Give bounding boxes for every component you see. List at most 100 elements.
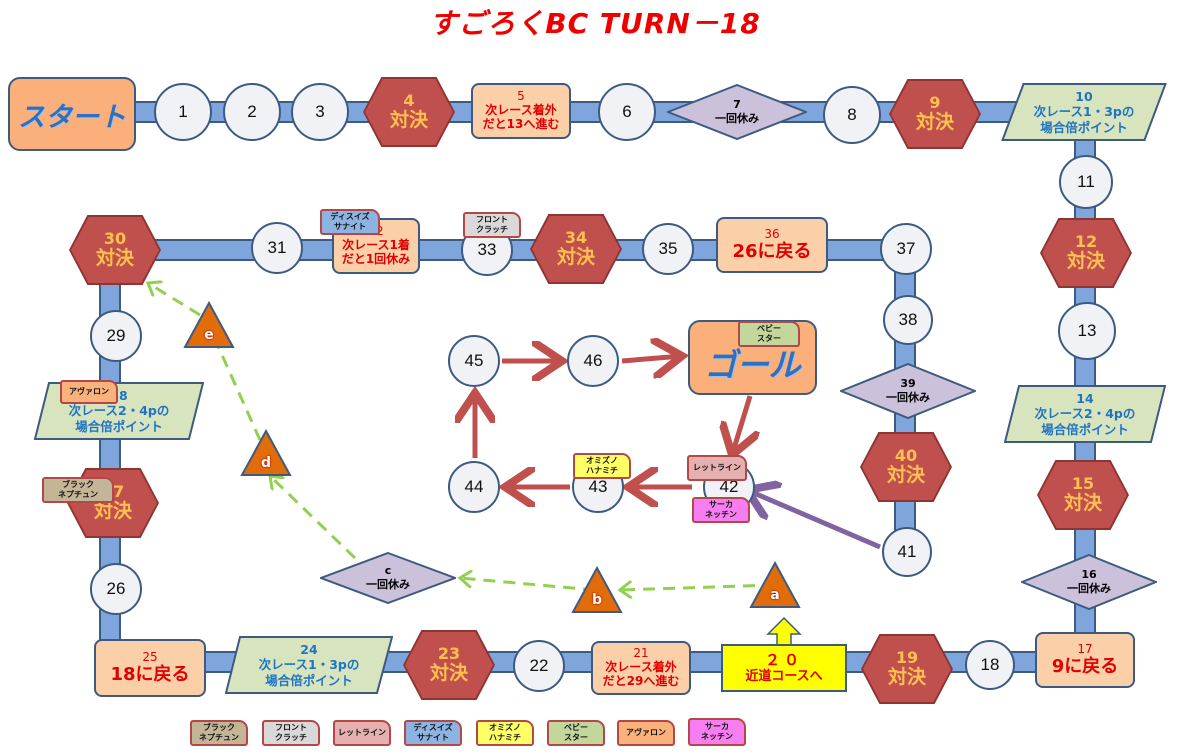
square-44: 44 — [448, 461, 500, 513]
shortcut-b: b — [571, 566, 623, 614]
square-46: 46 — [567, 335, 619, 387]
shortcut-label: d — [260, 455, 272, 471]
square-text: 場合倍ポイント — [1040, 119, 1128, 135]
player-token-red-line: レットライン — [687, 455, 747, 481]
player-token-avalon: アヴァロン — [60, 380, 118, 404]
legend-baby-star: ベビー スター — [547, 720, 605, 746]
shortcut-e: e — [183, 301, 235, 349]
square-text: 対決 — [1066, 250, 1105, 273]
square-number: 40 — [894, 445, 918, 465]
square-3: 3 — [291, 83, 349, 141]
dash-e-to-30 — [148, 283, 201, 317]
square-text: 一回休み — [886, 391, 930, 404]
square-number: 19 — [895, 647, 919, 667]
legend-black-neptune: ブラック ネプチュン — [190, 720, 248, 746]
square-38: 38 — [883, 295, 933, 345]
square-11: 11 — [1059, 155, 1113, 209]
square-number: 23 — [437, 643, 461, 663]
square-number: ２０ — [764, 651, 803, 670]
square-number: 7 — [733, 97, 741, 111]
goal-route-arrows — [475, 356, 881, 550]
page-title: すごろくBC TURN－18 — [429, 7, 761, 40]
arrow-goal-to-42 — [732, 395, 750, 455]
square-text: 場合倍ポイント — [75, 418, 163, 434]
square-41: 41 — [882, 527, 932, 577]
square-22: 22 — [513, 640, 565, 692]
square-text: 18に戻る — [110, 663, 190, 685]
square-number: 14 — [1076, 390, 1094, 406]
square-number: 12 — [1074, 231, 1098, 251]
square-text: 26に戻る — [732, 240, 812, 262]
legend-front-clutch: フロント クラッチ — [262, 720, 320, 746]
square-2: 2 — [223, 83, 281, 141]
shortcut-up-arrow-icon — [766, 616, 802, 647]
square-text: 近道コースへ — [745, 669, 823, 685]
square-text: 対決 — [915, 111, 954, 134]
square-text: 次レース1着 — [342, 238, 410, 253]
shortcut-label: a — [770, 587, 780, 603]
square-text: 一回休み — [366, 578, 410, 591]
square-number: 24 — [300, 641, 318, 657]
player-token-omizuno-hanamichi: オミズノ ハナミチ — [573, 453, 631, 479]
square-number: 15 — [1071, 473, 1095, 493]
square-35: 35 — [642, 223, 694, 275]
player-token-this-is-sanite: ディスイズ サナイト — [320, 209, 380, 235]
square-29: 29 — [90, 310, 142, 362]
square-number: 34 — [564, 227, 588, 247]
square-number: 10 — [1075, 88, 1093, 104]
shortcut-label: b — [591, 592, 603, 608]
arrow-46-to-goal — [621, 356, 682, 361]
legend-this-is-sanite: ディスイズ サナイト — [404, 720, 462, 746]
square-45: 45 — [448, 335, 500, 387]
square-text: 対決 — [887, 666, 926, 689]
square-text: だと29へ進む — [602, 673, 680, 688]
square-number: 39 — [900, 376, 916, 390]
square-text: 次レース1・3pの — [1033, 104, 1135, 120]
square-text: 一回休み — [715, 112, 759, 125]
legend-omizuno-hanamichi: オミズノ ハナミチ — [476, 720, 534, 746]
arrow-41-to-42 — [747, 490, 881, 550]
square-text: 9に戻る — [1051, 655, 1119, 677]
player-token-circa-netchin: サーカ ネッチン — [692, 497, 750, 523]
square-number: 17 — [1077, 641, 1093, 656]
square-text: 対決 — [429, 662, 468, 685]
square-text: 対決 — [95, 247, 134, 270]
start-square: スタート — [8, 77, 136, 151]
square-text: 対決 — [1063, 492, 1102, 515]
square-text: だと1回休み — [341, 251, 411, 266]
square-text: 場合倍ポイント — [265, 672, 353, 688]
square-text: 対決 — [886, 464, 925, 487]
square-1: 1 — [154, 83, 212, 141]
square-text: だと13へ進む — [482, 116, 560, 131]
square-text: 次レース1・3pの — [258, 657, 360, 673]
square-number: 21 — [633, 646, 649, 661]
square-text: 次レース着外 — [485, 103, 557, 118]
square-8: 8 — [823, 86, 881, 144]
shortcut-d: d — [240, 429, 292, 477]
square-number: c — [384, 563, 392, 577]
legend-red-line: レットライン — [333, 720, 391, 746]
player-token-black-neptune: ブラック ネプチュン — [42, 477, 114, 503]
square-text: 次レース2・4pの — [68, 403, 170, 419]
